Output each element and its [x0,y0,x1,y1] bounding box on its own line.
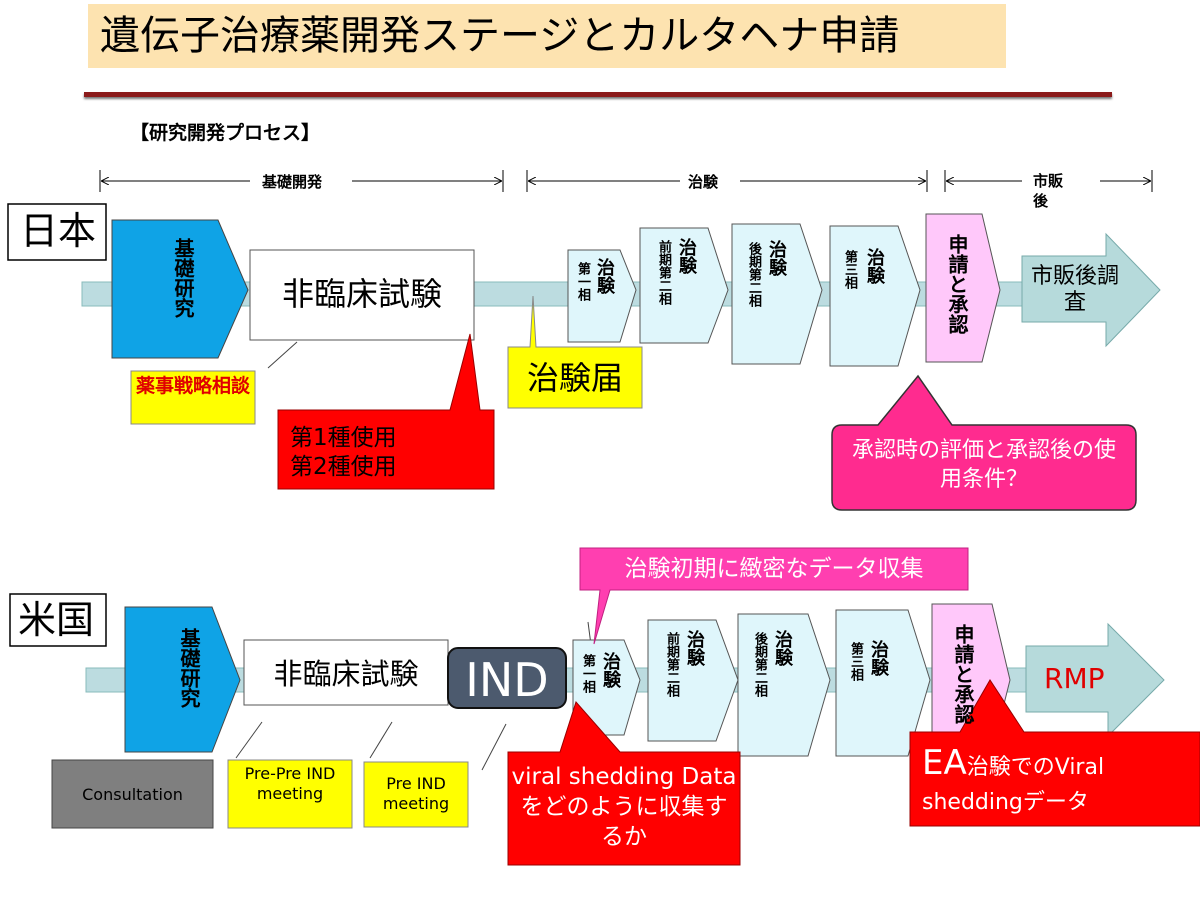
usa-country-box [9,593,107,647]
japan-phase3-main: 治験 [864,248,885,284]
timeline-basic-label: 基礎開発 [262,173,323,191]
usa-ea-text: 治験でのViral sheddingデータ [922,755,1105,815]
usa-viral-question: viral shedding Dataをどのように収集するか [511,764,737,850]
japan-phase1-shape [567,249,637,343]
usa-early-data-callout [579,547,969,645]
title-divider [84,92,1112,97]
japan-postmarket-shape [1021,232,1161,348]
usa-viral-callout [507,701,741,866]
usa-ind-label: IND [465,653,549,707]
japan-phase1-sub: 第一相 [575,262,590,301]
japan-approval-label: 申請と承認 [945,234,969,334]
page-title: 遺伝子治療薬開発ステージとカルタヘナ申請 [100,13,900,59]
timeline-post-label: 市販後 [1033,172,1064,210]
japan-approval-shape [925,213,1001,363]
japan-phase2a-main: 治験 [676,238,697,274]
usa-basic-research-label: 基礎研究 [177,628,201,708]
japan-phase2a-shape [639,227,729,344]
usa-phase2a-main: 治験 [684,630,705,666]
japan-nonclinical-label: 非臨床試験 [281,275,442,313]
usa-phase2a-shape [647,619,739,742]
usa-pre-ind-box [363,761,469,828]
japan-phase2a-sub: 前期第二相 [656,240,671,305]
usa-pre-pre-ind-box [227,759,353,829]
usa-ea-callout [909,679,1200,827]
japan-cartagena-callout [277,333,495,490]
japan-nonclinical-shape [249,249,475,341]
usa-phase1-main: 治験 [600,652,621,688]
japan-phase2b-shape [731,223,823,365]
usa-rmp-shape [1025,622,1165,738]
usa-pre-pre-ind-label: Pre-Pre IND meeting [244,764,336,803]
usa-early-data-label: 治験初期に緻密なデータ収集 [624,556,924,582]
japan-ctn-callout [507,295,643,409]
usa-phase3-main: 治験 [868,640,889,676]
usa-basic-research-shape [124,606,241,753]
japan-country-label: 日本 [20,209,97,253]
usa-phase3-shape [835,609,931,757]
japan-phase3-sub: 第三相 [842,250,857,289]
usa-nonclinical-shape [243,639,449,706]
usa-nonclinical-label: 非臨床試験 [273,657,419,691]
japan-phase2b-sub: 後期第二相 [746,242,761,307]
japan-consult-label: 薬事戦略相談 [135,375,250,397]
japan-approval-callout [831,374,1137,511]
usa-ind-shape [447,647,567,709]
japan-approval-question: 承認時の評価と承認後の使用条件？ [851,438,1116,492]
japan-phase2b-main: 治験 [766,240,787,276]
japan-basic-research-shape [111,219,249,359]
usa-country-label: 米国 [18,598,95,642]
timeline-lines [99,170,1153,192]
japan-ctn-label: 治験届 [526,359,623,397]
japan-phase3-shape [829,225,921,367]
japan-postmarket-label: 市販後調査 [1030,264,1119,315]
usa-ea-label: EA治験でのViral sheddingデータ [922,746,1194,821]
usa-phase2b-main: 治験 [772,630,793,666]
usa-approval-label: 申請と承認 [951,624,975,724]
japan-country-box [7,203,107,261]
timeline-trial-label: 治験 [688,173,719,191]
japan-cartagena-label: 第1種使用 第2種使用 [290,425,397,480]
usa-phase3-sub: 第三相 [848,642,863,681]
usa-pre-ind-label: Pre IND meeting [382,774,450,813]
process-label: 【研究開発プロセス】 [130,122,321,144]
japan-consult-box [130,370,256,425]
usa-phase2b-shape [737,613,831,757]
title-background [88,4,1006,68]
japan-phase1-main: 治験 [594,258,615,294]
usa-consult-label: Consultation [82,785,183,804]
usa-phase1-sub: 第一相 [580,654,595,693]
usa-phase2a-sub: 前期第二相 [664,632,679,697]
usa-ea-prefix: EA [922,743,967,783]
usa-consult-box [51,759,214,829]
japan-basic-research-label: 基礎研究 [171,238,195,318]
usa-rmp-label: RMP [1044,662,1105,695]
usa-phase2b-sub: 後期第二相 [752,632,767,697]
